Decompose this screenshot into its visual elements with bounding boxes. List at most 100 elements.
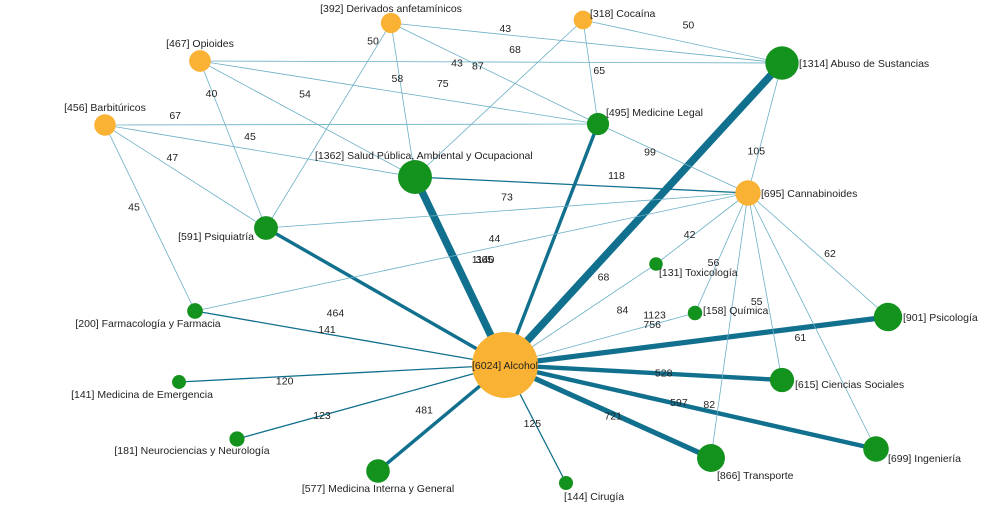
edge-weight-label: 123 [313,410,331,422]
edge-weight-label: 99 [644,147,656,159]
edge-opioides-medlegal [199,60,599,125]
edges-layer [104,19,891,484]
node-label-ingenieria: [699] Ingeniería [888,453,961,465]
edge-cannabinoides-ciencias [747,192,783,381]
node-label-alcohol: [6024] Alcohol [472,360,538,372]
node-label-psiquiatria: [591] Psiquiatría [178,231,254,243]
edge-weight-label: 105 [748,146,766,158]
edge-weight-label: 84 [617,304,629,316]
edge-weight-label: 481 [415,404,433,416]
node-medinterna[interactable] [366,459,390,483]
node-barbituricos[interactable] [94,114,116,136]
node-psicologia[interactable] [873,302,903,332]
node-label-medlegal: [495] Medicine Legal [606,107,703,119]
edge-cannabinoides-transporte [710,192,749,459]
edge-weight-label: 597 [670,397,688,409]
node-quimica[interactable] [687,305,703,321]
node-label-salud: [1362] Salud Pública, Ambiental y Ocupac… [315,150,533,162]
edge-weight-label: 721 [604,410,622,422]
edge-weight-label: 118 [608,170,625,182]
edge-opioides-abuso [199,60,783,64]
edge-weight-label: 40 [206,88,218,100]
edge-weight-label: 50 [683,20,695,32]
node-salud[interactable] [398,160,432,194]
edge-alcohol-medemerg [178,364,506,383]
edge-weight-label: 464 [327,307,345,319]
node-cirugia[interactable] [559,476,573,490]
edge-weight-label: 82 [703,399,715,411]
edge-derivados-medlegal [390,22,599,125]
node-label-medemerg: [141] Medicina de Emergencia [71,389,213,401]
node-label-derivados: [392] Derivados anfetamínicos [320,3,462,15]
edge-cocaina-salud [414,19,584,178]
edge-weight-label: 125 [524,418,542,430]
edge-cannabinoides-abuso [747,62,783,194]
node-farmaco[interactable] [187,303,203,319]
edge-barbituricos-medlegal [104,123,599,126]
node-neuro[interactable] [229,431,245,447]
edge-alcohol-abuso [501,59,786,369]
edge-barbituricos-farmaco [104,124,196,312]
edge-weight-label: 42 [684,229,696,241]
node-label-toxicologia: [131] Toxicología [659,267,738,279]
edge-cannabinoides-farmaco [194,192,749,312]
edge-weight-label: 75 [437,78,449,90]
edge-cannabinoides-psicologia [747,192,889,318]
edge-weight-label: 45 [244,131,256,143]
edge-weight-label: 141 [318,324,336,336]
node-label-barbituricos: [456] Barbitúricos [64,102,146,114]
node-toxicologia[interactable] [649,257,663,271]
edge-opioides-salud [199,60,416,178]
edge-cannabinoides-medlegal [597,123,749,194]
node-label-cocaina: [318] Cocaína [590,8,656,20]
node-label-abuso: [1314] Abuso de Sustancias [799,58,929,70]
edge-alcohol-medlegal [503,122,600,367]
node-label-farmaco: [200] Farmacología y Farmacia [75,318,220,330]
edge-derivados-psiquiatria [265,22,392,229]
edge-weight-label: 528 [655,368,673,380]
node-abuso[interactable] [765,46,799,80]
edge-alcohol-farmaco [194,310,506,366]
edge-weight-label: 87 [472,61,484,73]
node-medlegal[interactable] [586,112,610,136]
edge-derivados-salud [390,22,416,178]
edge-barbituricos-salud [104,124,416,178]
node-ingenieria[interactable] [863,436,889,462]
edge-weight-label: 756 [643,319,661,331]
edge-weight-label: 56 [708,257,720,269]
node-derivados[interactable] [380,12,402,34]
edge-weight-label: 62 [824,248,836,260]
edge-weight-label: 1123 [643,309,666,321]
nodes-layer [94,10,903,490]
edge-alcohol-psicologia [502,314,891,368]
node-ciencias[interactable] [769,367,795,393]
edge-opioides-psiquiatria [199,60,267,229]
edge-weight-label: 45 [128,201,140,213]
node-label-neuro: [181] Neurociencias y Neurología [114,445,269,457]
edge-weight-label: 120 [276,375,294,387]
edge-cannabinoides-ingenieria [747,192,877,450]
node-label-cirugia: [144] Cirugía [564,491,624,503]
node-psiquiatria[interactable] [254,216,278,240]
node-labels-layer: [6024] Alcohol [1314] Abuso de Sustancias… [64,3,978,503]
edge-alcohol-psiquiatria [264,226,507,367]
edge-weight-label: 55 [751,296,763,308]
edge-weight-label: 47 [167,152,179,164]
node-cocaina[interactable] [573,10,593,30]
edge-weight-label: 58 [392,73,404,85]
node-label-psicologia: [901] Psicología [903,312,978,324]
edge-weight-label: 365 [476,254,494,266]
edge-cannabinoides-toxicologia [655,192,749,265]
node-medemerg[interactable] [172,375,186,389]
edge-labels-layer: 1123114046436575652859772148112512312014… [128,20,836,431]
node-opioides[interactable] [189,50,211,72]
node-cannabinoides[interactable] [735,180,761,206]
node-alcohol[interactable] [472,332,538,398]
node-label-transporte: [866] Transporte [717,470,794,482]
edge-cannabinoides-psiquiatria [265,192,749,229]
node-transporte[interactable] [697,444,725,472]
edge-weight-label: 68 [509,44,521,56]
node-label-quimica: [158] Química [703,305,769,317]
edge-weight-label: 68 [598,271,610,283]
